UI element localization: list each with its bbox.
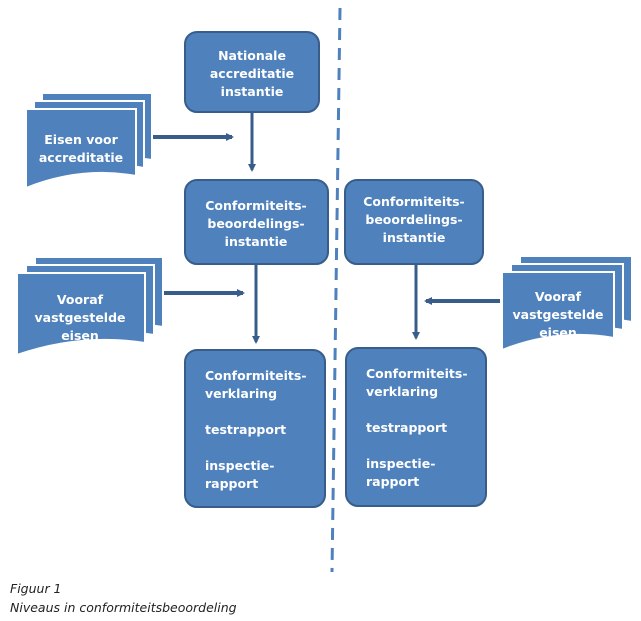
doc-stack-left-requirements: Vooraf vastgestelde eisen: [16, 256, 164, 357]
box-line: instantie: [221, 84, 284, 99]
box-line: accreditatie: [210, 66, 294, 81]
box-line: beoordelings-: [207, 216, 304, 231]
national-accreditation-box: Nationale accreditatie instantie: [184, 31, 320, 113]
doc-line: Vooraf: [57, 292, 104, 307]
doc-line: eisen: [61, 328, 99, 343]
box-line: Conformiteits-: [363, 194, 465, 209]
right-declaration-box: Conformiteits- verklaring testrapport in…: [345, 347, 487, 507]
box-line: rapport: [366, 474, 419, 489]
box-line: beoordelings-: [365, 212, 462, 227]
box-line: instantie: [383, 230, 446, 245]
box-line: rapport: [205, 476, 258, 491]
doc-line: vastgestelde: [34, 310, 125, 325]
left-declaration-box: Conformiteits- verklaring testrapport in…: [184, 349, 326, 508]
box-line: inspectie-: [366, 456, 435, 471]
box-line: testrapport: [205, 422, 286, 437]
figure-number: Figuur 1: [10, 581, 62, 596]
doc-stack-right-requirements: Vooraf vastgestelde eisen: [501, 255, 633, 352]
box-line: instantie: [225, 234, 288, 249]
left-assessment-body-box: Conformiteits- beoordelings- instantie: [184, 179, 329, 265]
doc-line: accreditatie: [39, 150, 123, 165]
box-line: Nationale: [218, 48, 286, 63]
doc-line: Eisen voor: [44, 132, 118, 147]
box-line: verklaring: [366, 384, 438, 399]
figure-caption: Niveaus in conformiteitsbeoordeling: [10, 600, 237, 615]
box-line: inspectie-: [205, 458, 274, 473]
box-line: Conformiteits-: [205, 198, 307, 213]
doc-line: Vooraf: [535, 289, 582, 304]
box-line: Conformiteits-: [205, 368, 307, 383]
dashed-divider: [330, 7, 342, 573]
doc-stack-accreditation: Eisen voor accreditatie: [25, 92, 153, 190]
box-line: Conformiteits-: [366, 366, 468, 381]
doc-line: vastgestelde: [512, 307, 603, 322]
doc-line: eisen: [539, 325, 577, 340]
box-line: verklaring: [205, 386, 277, 401]
box-line: testrapport: [366, 420, 447, 435]
right-assessment-body-box: Conformiteits- beoordelings- instantie: [344, 179, 484, 265]
